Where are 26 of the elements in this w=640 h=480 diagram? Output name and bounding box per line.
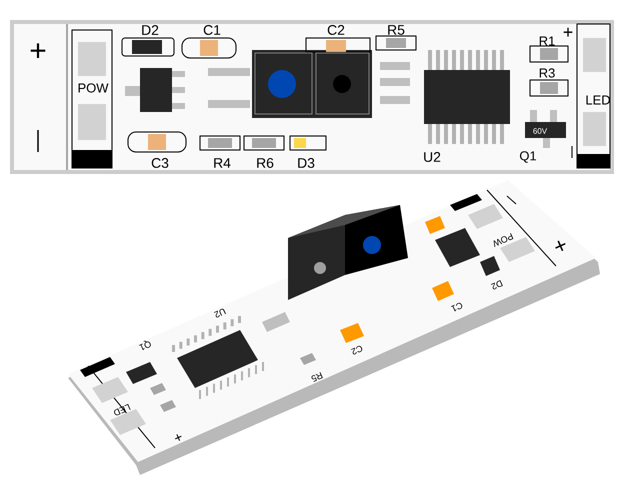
- silkscreen-label: D2: [490, 280, 503, 290]
- silkscreen-label: +: [30, 43, 46, 58]
- silkscreen-label: LED: [114, 404, 131, 416]
- silkscreen-label: Q1: [139, 340, 151, 350]
- silkscreen-label: C1: [450, 302, 462, 312]
- silkscreen-label: D3: [298, 158, 314, 168]
- silkscreen-label: +: [555, 240, 566, 252]
- silkscreen-label: +: [564, 28, 572, 37]
- silkscreen-label: C1: [204, 25, 220, 35]
- silkscreen-label: POW: [78, 83, 108, 93]
- silkscreen-label: C2: [328, 25, 344, 35]
- silkscreen-label: U2: [214, 308, 226, 318]
- silkscreen-label: R4: [214, 158, 230, 168]
- silkscreen-label: POW: [494, 233, 514, 248]
- silkscreen-label: C2: [350, 346, 362, 354]
- silkscreen-label: R5: [311, 372, 323, 382]
- silkscreen-label: R1: [540, 36, 555, 46]
- silkscreen-label: C3: [152, 158, 168, 168]
- silkscreen-label: LED: [586, 96, 610, 104]
- silkscreen-label: R6: [257, 158, 274, 168]
- silkscreen-label: D2: [142, 25, 158, 35]
- silkscreen-label: U2: [424, 152, 440, 162]
- silkscreen-label: Q1: [520, 151, 536, 163]
- silkscreen-label: +: [174, 434, 182, 441]
- silkscreen-label: R5: [388, 25, 404, 35]
- silkscreen-label: R3: [540, 68, 555, 78]
